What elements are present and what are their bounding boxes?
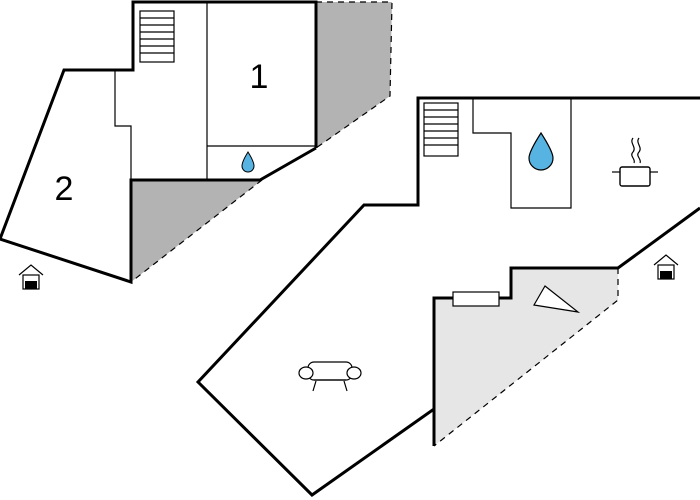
lower-floor bbox=[195, 96, 700, 497]
entrance-icon bbox=[18, 264, 44, 290]
upper-floor: 1 2 bbox=[0, 0, 393, 290]
terrace-lower bbox=[434, 268, 618, 446]
sofa-icon bbox=[298, 361, 362, 392]
entrance-icon bbox=[653, 254, 679, 280]
triangle-furniture-icon bbox=[533, 285, 581, 313]
water-drop-icon bbox=[241, 151, 255, 173]
cooking-pot-icon bbox=[612, 137, 658, 187]
terrace-upper-right bbox=[316, 2, 392, 148]
upper-floor-outline bbox=[0, 0, 318, 285]
lower-floor-outline bbox=[195, 96, 700, 497]
stairs-icon bbox=[423, 102, 459, 157]
room-number-2: 2 bbox=[55, 170, 74, 208]
table-icon bbox=[452, 291, 500, 307]
room-number-1: 1 bbox=[250, 58, 269, 96]
water-drop-icon bbox=[528, 131, 554, 171]
stairs-icon bbox=[139, 10, 175, 63]
